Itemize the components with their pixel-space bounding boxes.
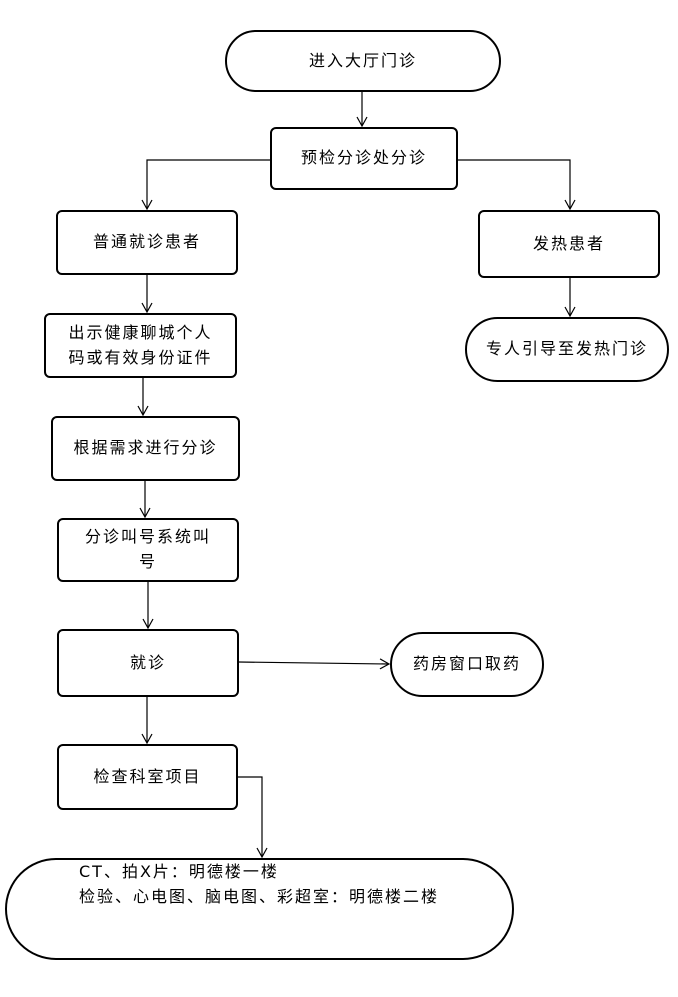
locations-node: CT、拍X片：明德楼一楼 检验、心电图、脑电图、彩超室：明德楼二楼 (5, 858, 514, 960)
arrow-consult-to-pharmacy (238, 658, 391, 670)
pharmacy-node: 药房窗口取药 (390, 632, 544, 697)
arrow-exam-to-locations (238, 776, 268, 859)
exam-dept-node: 检查科室项目 (57, 744, 238, 810)
fever-guide-node: 专人引导至发热门诊 (465, 317, 669, 382)
queue-call-node: 分诊叫号系统叫 号 (57, 518, 239, 582)
pharmacy-label: 药房窗口取药 (412, 654, 521, 674)
consultation-label: 就诊 (129, 652, 166, 672)
fever-patient-node: 发热患者 (478, 210, 660, 278)
regular-patient-label: 普通就诊患者 (92, 232, 201, 252)
queue-call-line-1: 分诊叫号系统叫 (84, 527, 211, 547)
pre-triage-node: 预检分诊处分诊 (270, 127, 458, 190)
fever-guide-label: 专人引导至发热门诊 (485, 339, 648, 359)
enter-hall-node: 进入大厅门诊 (225, 30, 501, 92)
triage-by-need-node: 根据需求进行分诊 (51, 416, 240, 481)
triage-by-need-label: 根据需求进行分诊 (73, 438, 218, 458)
queue-call-line-2: 号 (138, 552, 157, 571)
show-code-line-2: 码或有效身份证件 (68, 347, 213, 367)
arrow-triage-to-fever (458, 159, 576, 211)
consultation-node: 就诊 (57, 629, 239, 697)
enter-hall-label: 进入大厅门诊 (308, 50, 417, 70)
pre-triage-label: 预检分诊处分诊 (300, 148, 427, 168)
arrow-triage-to-regular (141, 159, 270, 211)
fever-patient-label: 发热患者 (532, 233, 605, 253)
show-code-node: 出示健康聊城个人 码或有效身份证件 (44, 313, 237, 378)
locations-line-1: CT、拍X片：明德楼一楼 (79, 862, 279, 881)
locations-line-2: 检验、心电图、脑电图、彩超室：明德楼二楼 (79, 886, 440, 906)
regular-patient-node: 普通就诊患者 (56, 210, 238, 275)
show-code-line-1: 出示健康聊城个人 (68, 322, 213, 342)
exam-dept-label: 检查科室项目 (93, 766, 202, 786)
